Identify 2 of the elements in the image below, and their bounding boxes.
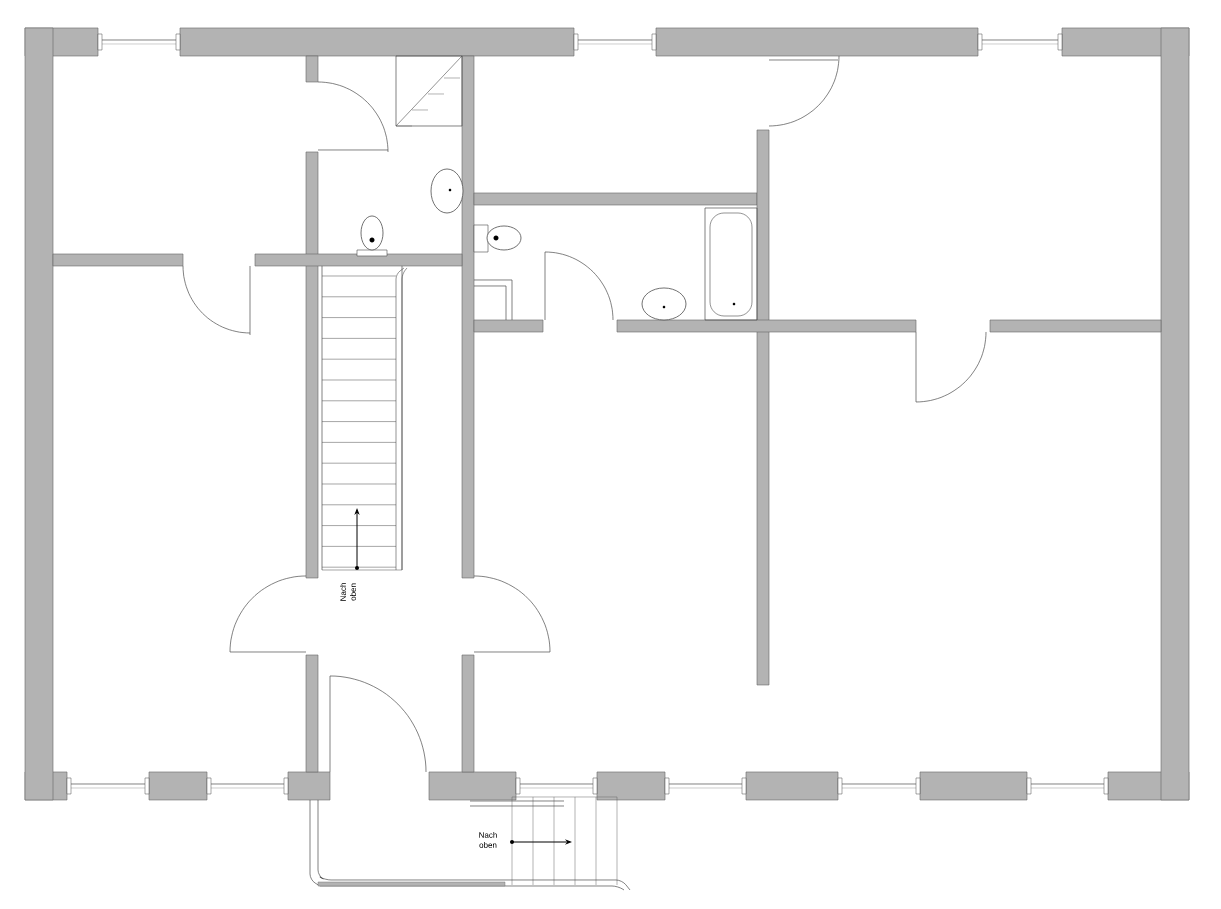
stair-label: Nach oben xyxy=(479,832,497,848)
stair-label: Nach oben xyxy=(340,583,356,601)
